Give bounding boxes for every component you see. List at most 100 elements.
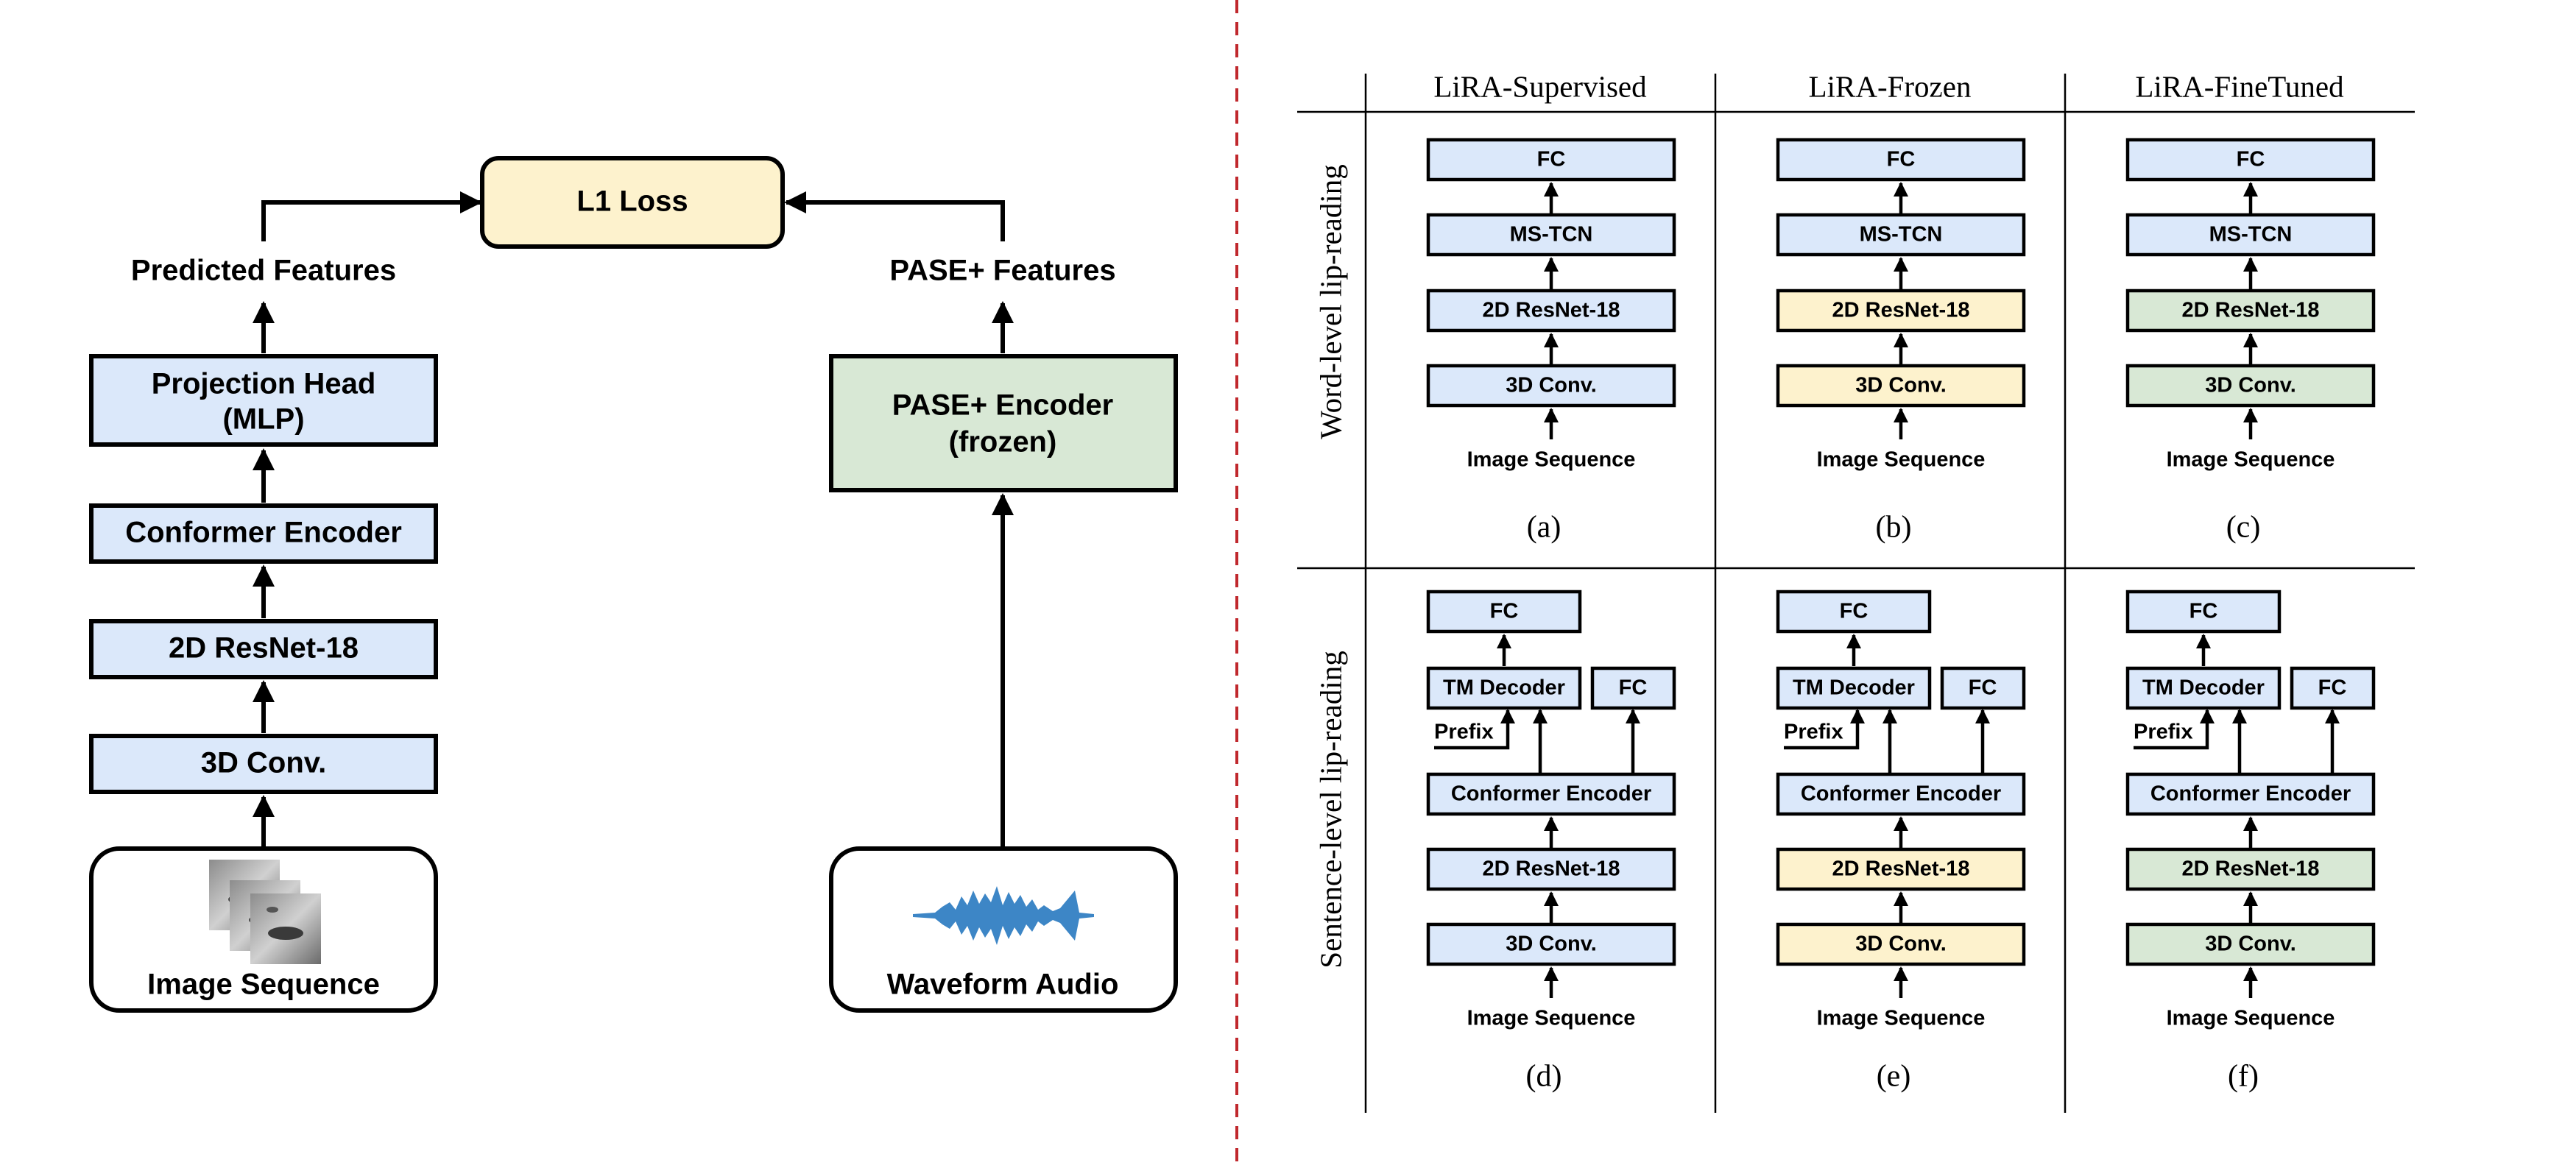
word-input-label-supervised: Image Sequence xyxy=(1467,448,1636,472)
conformer-encoder-label: Conformer Encoder xyxy=(125,517,402,549)
sent-conv3d-box-frozen xyxy=(1776,922,2026,966)
sent-ctc-fc-label-supervised: FC xyxy=(1619,676,1648,700)
sent-conv3d-box-supervised xyxy=(1426,922,1676,966)
sent-conformer-label-frozen: Conformer Encoder xyxy=(1801,782,2001,806)
sent-conformer-label-finetuned: Conformer Encoder xyxy=(2150,782,2351,806)
sent-ctc-fc-box-supervised xyxy=(1590,666,1676,710)
pase-features-label: PASE+ Features xyxy=(889,255,1115,287)
projection-head-label-1: Projection Head xyxy=(152,368,376,400)
sent-tm-decoder-label-supervised: TM Decoder xyxy=(1443,676,1565,700)
caption-word-finetuned: (c) xyxy=(2226,511,2261,545)
waveform-audio-box xyxy=(829,846,1178,1013)
sent-fc-top-box-frozen xyxy=(1776,590,1932,634)
word-fc-label-frozen: FC xyxy=(1887,148,1916,171)
caption-word-frozen: (b) xyxy=(1876,511,1912,545)
sent-arrow-prefix-supervised xyxy=(1434,708,1516,750)
resnet-label: 2D ResNet-18 xyxy=(169,632,359,665)
sent-conv3d-label-frozen: 3D Conv. xyxy=(1855,932,1947,956)
projection-head-box xyxy=(89,354,438,447)
sent-resnet-box-finetuned xyxy=(2125,847,2376,891)
image-sequence-label: Image Sequence xyxy=(147,969,380,1001)
sent-conformer-label-supervised: Conformer Encoder xyxy=(1451,782,1651,806)
caption-word-supervised: (a) xyxy=(1527,511,1562,545)
word-mstcn-label-finetuned: MS-TCN xyxy=(2209,223,2293,247)
table-cells: FC MS-TCN 2D ResNet-18 3D Conv. Image Sequen… xyxy=(1426,138,2376,1094)
sent-fc-top-box-supervised xyxy=(1426,590,1582,634)
word-input-label-frozen: Image Sequence xyxy=(1817,448,1986,472)
sent-ctc-fc-box-finetuned xyxy=(2290,666,2376,710)
waveform-audio-label: Waveform Audio xyxy=(887,969,1119,1001)
caption-sentence-frozen: (e) xyxy=(1877,1060,1911,1094)
word-fc-label-finetuned: FC xyxy=(2237,148,2265,171)
sent-conv3d-label-finetuned: 3D Conv. xyxy=(2205,932,2296,956)
word-mstcn-label-frozen: MS-TCN xyxy=(1860,223,1943,247)
sent-resnet-label-frozen: 2D ResNet-18 xyxy=(1832,857,1970,881)
sent-ctc-fc-box-frozen xyxy=(1940,666,2026,710)
finetuning-table: LiRA-Supervised LiRA-Frozen LiRA-FineTun… xyxy=(1297,69,2415,1113)
word-mstcn-box-supervised xyxy=(1426,213,1676,257)
sent-prefix-label-supervised: Prefix xyxy=(1434,721,1494,744)
row-header-word-level: Word-level lip-reading xyxy=(1313,164,1347,439)
pase-encoder-label-2: (frozen) xyxy=(949,426,1057,459)
sent-conformer-box-frozen xyxy=(1776,772,2026,816)
sent-resnet-label-supervised: 2D ResNet-18 xyxy=(1483,857,1620,881)
sent-fc-top-label-supervised: FC xyxy=(1490,600,1519,623)
word-conv3d-box-finetuned xyxy=(2125,364,2376,408)
sent-ctc-fc-label-finetuned: FC xyxy=(2318,676,2347,700)
row-header-sentence-level: Sentence-level lip-reading xyxy=(1313,651,1347,968)
word-fc-label-supervised: FC xyxy=(1537,148,1566,171)
word-resnet-label-frozen: 2D ResNet-18 xyxy=(1832,299,1970,322)
resnet-box xyxy=(89,619,438,679)
conv3d-box xyxy=(89,734,438,794)
word-resnet-box-supervised xyxy=(1426,289,1676,333)
caption-sentence-supervised: (d) xyxy=(1526,1060,1562,1094)
sent-input-label-finetuned: Image Sequence xyxy=(2167,1007,2335,1030)
pase-encoder-label-1: PASE+ Encoder xyxy=(892,389,1113,422)
sent-resnet-box-frozen xyxy=(1776,847,2026,891)
sent-tm-decoder-box-finetuned xyxy=(2125,666,2282,710)
column-header-finetuned: LiRA-FineTuned xyxy=(2135,69,2343,103)
sent-conv3d-box-finetuned xyxy=(2125,922,2376,966)
projection-head-label-2: (MLP) xyxy=(222,403,304,436)
word-fc-box-frozen xyxy=(1776,138,2026,182)
word-mstcn-box-finetuned xyxy=(2125,213,2376,257)
word-conv3d-box-supervised xyxy=(1426,364,1676,408)
sent-input-label-supervised: Image Sequence xyxy=(1467,1007,1636,1030)
column-header-frozen: LiRA-Frozen xyxy=(1809,69,1972,103)
sent-conformer-box-finetuned xyxy=(2125,772,2376,816)
arrow-predicted-to-loss xyxy=(261,191,482,241)
word-resnet-box-frozen xyxy=(1776,289,2026,333)
arrow-pase-to-loss xyxy=(784,191,1005,241)
sent-ctc-fc-label-frozen: FC xyxy=(1969,676,1997,700)
sent-tm-decoder-box-supervised xyxy=(1426,666,1582,710)
sent-input-label-frozen: Image Sequence xyxy=(1817,1007,1986,1030)
word-mstcn-label-supervised: MS-TCN xyxy=(1510,223,1593,247)
sent-tm-decoder-label-finetuned: TM Decoder xyxy=(2142,676,2265,700)
column-header-supervised: LiRA-Supervised xyxy=(1433,69,1646,103)
word-resnet-box-finetuned xyxy=(2125,289,2376,333)
sent-tm-decoder-box-frozen xyxy=(1776,666,1932,710)
conformer-encoder-box xyxy=(89,503,438,564)
word-conv3d-label-finetuned: 3D Conv. xyxy=(2205,374,2296,397)
word-mstcn-box-frozen xyxy=(1776,213,2026,257)
pase-encoder-box xyxy=(829,354,1178,492)
conv3d-label: 3D Conv. xyxy=(201,747,326,779)
sent-conv3d-label-supervised: 3D Conv. xyxy=(1506,932,1597,956)
sent-tm-decoder-label-frozen: TM Decoder xyxy=(1793,676,1915,700)
word-fc-box-supervised xyxy=(1426,138,1676,182)
word-input-label-finetuned: Image Sequence xyxy=(2167,448,2335,472)
sent-fc-top-label-finetuned: FC xyxy=(2189,600,2218,623)
l1-loss-box xyxy=(480,156,785,249)
word-fc-box-finetuned xyxy=(2125,138,2376,182)
pretraining-diagram: L1 Loss Predicted Features PASE+ Feature… xyxy=(89,156,1178,1013)
sent-fc-top-label-frozen: FC xyxy=(1840,600,1869,623)
caption-sentence-finetuned: (f) xyxy=(2228,1060,2259,1094)
sent-fc-top-box-finetuned xyxy=(2125,590,2282,634)
sent-prefix-label-frozen: Prefix xyxy=(1784,721,1843,744)
face-frames-image xyxy=(209,860,321,964)
sent-conformer-box-supervised xyxy=(1426,772,1676,816)
word-conv3d-box-frozen xyxy=(1776,364,2026,408)
word-conv3d-label-supervised: 3D Conv. xyxy=(1506,374,1597,397)
sent-arrow-prefix-finetuned xyxy=(2134,708,2215,750)
